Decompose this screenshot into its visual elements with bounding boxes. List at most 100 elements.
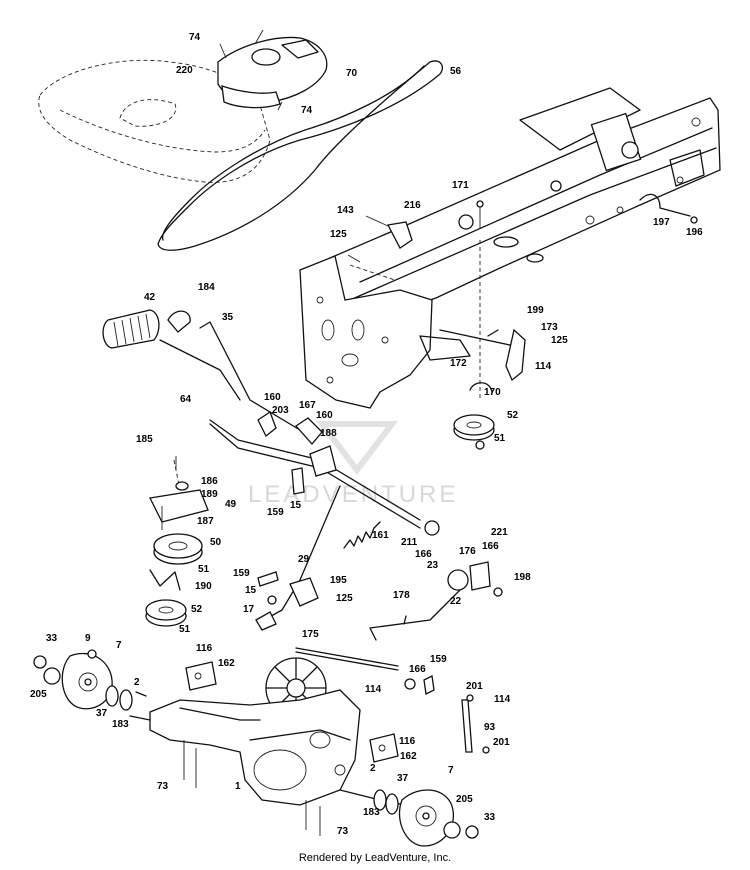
callout-170: 170 (484, 387, 501, 398)
callout-160: 160 (316, 410, 333, 421)
callout-17: 17 (243, 604, 255, 615)
watermark-text: LEADVENTURE (248, 481, 458, 508)
callout-188: 188 (320, 428, 337, 439)
axle-rod (295, 647, 435, 695)
callout-50: 50 (210, 537, 222, 548)
callout-159: 159 (233, 568, 250, 579)
callout-64: 64 (180, 394, 192, 405)
callout-116: 116 (196, 643, 213, 654)
callout-175: 175 (302, 629, 319, 640)
callout-166: 166 (482, 541, 499, 552)
callout-35: 35 (222, 312, 234, 323)
callout-125: 125 (551, 335, 568, 346)
callout-178: 178 (393, 590, 410, 601)
callout-166: 166 (415, 549, 432, 560)
callout-211: 211 (401, 537, 418, 548)
callout-42: 42 (144, 292, 156, 303)
callout-73: 73 (157, 781, 169, 792)
callout-201: 201 (493, 737, 510, 748)
callout-1: 1 (235, 781, 241, 792)
callout-74: 74 (301, 105, 313, 116)
callout-15: 15 (290, 500, 302, 511)
shift-lever (369, 561, 503, 641)
idler-pulley-right (453, 414, 495, 450)
callout-184: 184 (198, 282, 215, 293)
callout-51: 51 (198, 564, 210, 575)
callout-176: 176 (459, 546, 476, 557)
callout-159: 159 (430, 654, 447, 665)
callout-166: 166 (409, 664, 426, 675)
callout-2: 2 (134, 677, 140, 688)
brake-rod (255, 485, 341, 631)
callout-162: 162 (400, 751, 417, 762)
drive-belt (157, 60, 444, 251)
callout-171: 171 (452, 180, 469, 191)
callout-189: 189 (201, 489, 218, 500)
callout-33: 33 (484, 812, 496, 823)
callout-190: 190 (195, 581, 212, 592)
callout-160: 160 (264, 392, 281, 403)
callout-114: 114 (494, 694, 511, 705)
callout-7: 7 (448, 765, 454, 776)
control-link (461, 694, 490, 754)
callout-186: 186 (201, 476, 218, 487)
shift-rod (639, 193, 698, 224)
callout-9: 9 (85, 633, 91, 644)
clutch-spring (343, 521, 381, 549)
callout-37: 37 (96, 708, 108, 719)
callout-162: 162 (218, 658, 235, 669)
brake-bracket-right (369, 733, 399, 763)
callout-114: 114 (365, 684, 382, 695)
callout-51: 51 (494, 433, 506, 444)
idler-arm (439, 240, 526, 400)
callout-114: 114 (535, 361, 552, 372)
right-wheel-hub (373, 789, 479, 847)
callout-198: 198 (514, 572, 531, 583)
callout-15: 15 (245, 585, 257, 596)
callout-183: 183 (363, 807, 380, 818)
callout-187: 187 (197, 516, 214, 527)
callout-221: 221 (491, 527, 508, 538)
callout-93: 93 (484, 722, 496, 733)
callout-197: 197 (653, 217, 670, 228)
callout-161: 161 (372, 530, 389, 541)
callout-159: 159 (267, 507, 284, 518)
callout-125: 125 (330, 229, 347, 240)
callout-33: 33 (46, 633, 58, 644)
bracket-216 (347, 200, 484, 263)
chassis-frame (299, 87, 721, 409)
brake-pedal (102, 309, 241, 401)
callout-220: 220 (176, 65, 193, 76)
callout-216: 216 (404, 200, 421, 211)
callout-199: 199 (527, 305, 544, 316)
watermark: LEADVENTURE (248, 421, 458, 508)
callout-203: 203 (272, 405, 289, 416)
left-wheel-hub (33, 649, 147, 711)
callout-70: 70 (346, 68, 358, 79)
callout-23: 23 (427, 560, 439, 571)
callout-167: 167 (299, 400, 316, 411)
callout-29: 29 (298, 554, 310, 565)
callout-196: 196 (686, 227, 703, 238)
callout-183: 183 (112, 719, 129, 730)
callout-37: 37 (397, 773, 409, 784)
dash-panel (217, 29, 328, 111)
callout-22: 22 (450, 596, 462, 607)
callout-173: 173 (541, 322, 558, 333)
seat-pan-outline (38, 59, 271, 183)
callout-56: 56 (450, 66, 462, 77)
callout-143: 143 (337, 205, 354, 216)
callout-195: 195 (330, 575, 347, 586)
idler-bracket-plate (145, 456, 209, 627)
callout-73: 73 (337, 826, 349, 837)
callout-185: 185 (136, 434, 153, 445)
callout-205: 205 (30, 689, 47, 700)
callout-2: 2 (370, 763, 376, 774)
transaxle-assembly (129, 657, 431, 836)
callout-51: 51 (179, 624, 191, 635)
callout-74: 74 (189, 32, 201, 43)
callout-116: 116 (399, 736, 416, 747)
callout-125: 125 (336, 593, 353, 604)
